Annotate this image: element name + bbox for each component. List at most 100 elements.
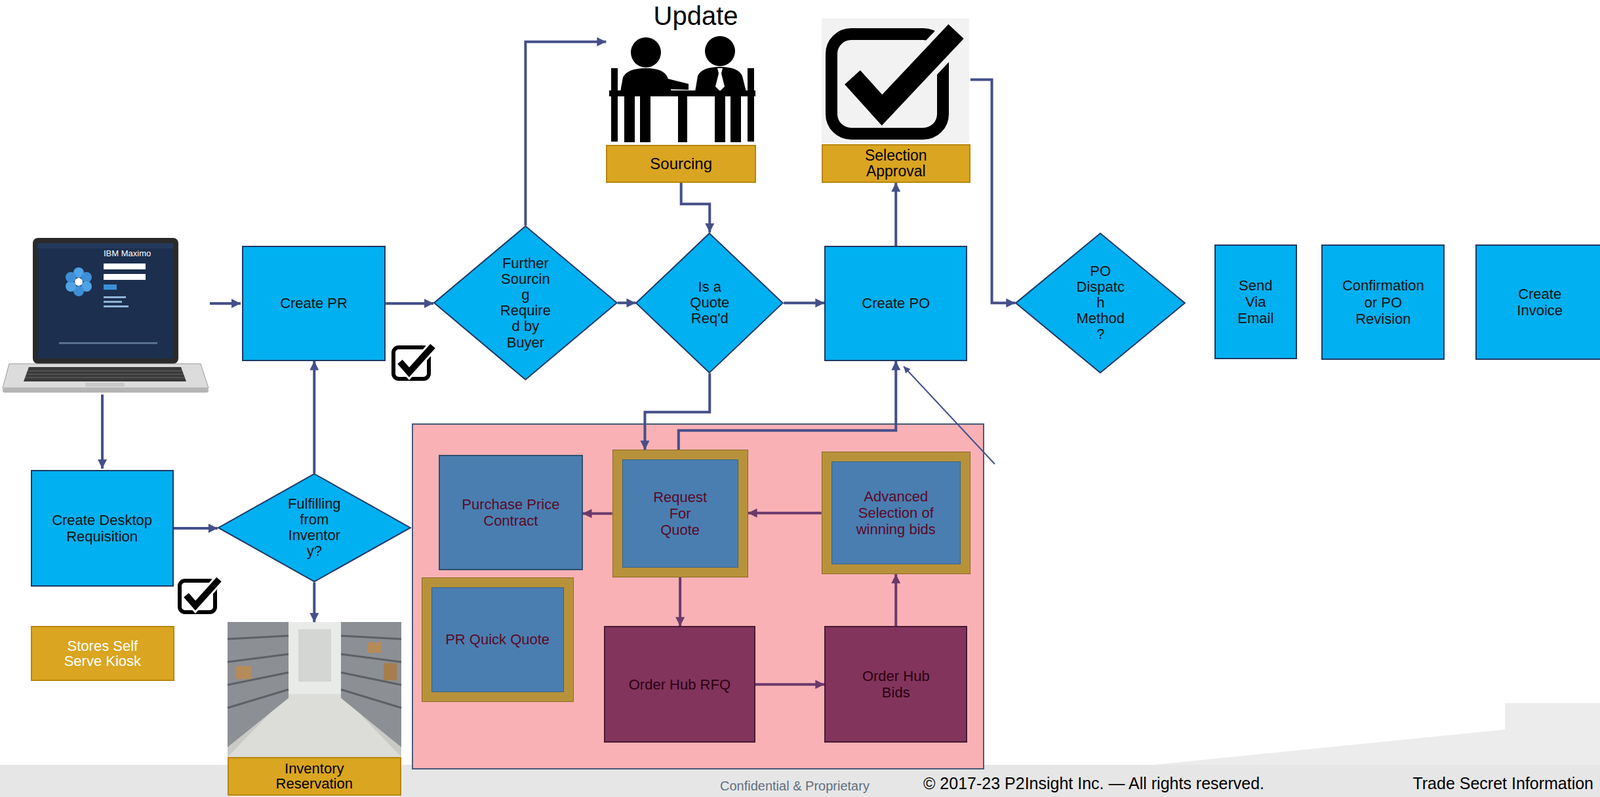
box-body: Create Invoice xyxy=(1476,245,1600,359)
box-body: Order Hub RFQ xyxy=(605,627,754,741)
inventory-step: Inventory Reservation xyxy=(227,622,402,797)
warehouse-photo xyxy=(227,622,402,758)
warehouse-photo-part xyxy=(340,636,402,640)
approval-check-icon-part xyxy=(852,31,957,111)
box-body: Fulfilling from Inventor y? xyxy=(217,473,412,583)
warehouse-photo-part xyxy=(383,663,397,681)
laptop-illustration-part xyxy=(38,243,174,359)
box-body: Stores Self Serve Kiosk xyxy=(32,627,174,680)
meeting-icon-part xyxy=(678,96,688,143)
node-label: Selection Approval xyxy=(853,147,939,180)
check-icon-part xyxy=(175,575,222,618)
node-label: Create Invoice xyxy=(1510,285,1570,320)
option-box: Advanced Selection of winning bids xyxy=(821,451,971,575)
flow-connector xyxy=(312,582,316,623)
laptop-illustration-part xyxy=(65,281,77,292)
meeting-icon-part xyxy=(640,96,651,143)
label-band: Inventory Reservation xyxy=(227,757,402,797)
check-icon-part xyxy=(400,346,433,373)
laptop-illustration-part xyxy=(103,274,146,280)
warehouse-photo-part xyxy=(227,622,402,758)
node-label: Further Sourcin g Require d by Buyer xyxy=(498,255,553,351)
process-box: Create Desktop Requisition xyxy=(30,470,174,587)
order-hub-box: Order Hub Bids xyxy=(824,626,968,743)
process-box: Send Via Email xyxy=(1214,244,1298,359)
box-body: Create PR xyxy=(243,247,385,360)
decision-diamond: Is a Quote Req'd xyxy=(635,232,784,374)
decision-diamond: PO Dispatc h Method ? xyxy=(1015,232,1186,374)
laptop-illustration-part xyxy=(27,371,183,372)
flow-connector xyxy=(525,41,606,226)
footer-note: Confidential & Proprietary xyxy=(720,779,870,794)
box-body: Create Desktop Requisition xyxy=(32,471,173,585)
diamond-shape xyxy=(1015,233,1185,374)
flow-connector xyxy=(385,302,434,305)
node-label: Order Hub RFQ xyxy=(628,676,731,694)
diamond-shape xyxy=(636,233,783,374)
check-icon xyxy=(175,575,222,618)
diamond-shape xyxy=(218,474,411,582)
meeting-icon-part xyxy=(695,66,747,92)
meeting-icon-part xyxy=(630,37,661,68)
laptop-illustration-part xyxy=(65,272,77,283)
meeting-icon-part xyxy=(704,36,736,67)
check-icon xyxy=(389,342,436,385)
flow-connector xyxy=(748,512,822,515)
diamond-shape xyxy=(434,226,618,380)
check-icon-part xyxy=(389,342,436,385)
decision-diamond: Further Sourcin g Require d by Buyer xyxy=(433,225,618,381)
laptop-illustration xyxy=(2,238,209,393)
label-band: Selection Approval xyxy=(821,144,971,183)
laptop-illustration-part xyxy=(32,238,179,364)
check-icon-part xyxy=(186,579,220,606)
laptop-arrows-part xyxy=(209,302,241,305)
meeting-icon-part xyxy=(609,90,756,97)
approval-check-icon-part xyxy=(821,18,970,143)
flow-connector xyxy=(173,527,218,530)
laptop-illustration-part xyxy=(103,263,146,270)
process-box: Create PO xyxy=(824,245,968,362)
process-box: Create Invoice xyxy=(1475,244,1600,360)
warehouse-photo-part xyxy=(227,689,289,709)
laptop-illustration-part xyxy=(2,388,209,393)
flow-connector xyxy=(312,361,316,474)
box-body: Confirmation or PO Revision xyxy=(1322,245,1444,359)
box-body: Order Hub Bids xyxy=(825,627,966,741)
node-label: Advanced Selection of winning bids xyxy=(855,488,938,539)
node-label: Create PO xyxy=(861,295,930,312)
flow-connector xyxy=(970,79,1016,303)
laptop-illustration-part xyxy=(103,305,129,308)
box-body: Is a Quote Req'd xyxy=(635,232,784,374)
option-box: PR Quick Quote xyxy=(421,577,574,703)
warehouse-photo-part xyxy=(367,642,382,654)
laptop-illustration-part xyxy=(26,374,184,376)
laptop-illustration-part xyxy=(24,377,185,379)
approval-step: Selection Approval xyxy=(821,17,971,183)
leader-line-part xyxy=(903,366,995,465)
laptop-illustration-part xyxy=(65,267,92,297)
option-box: Request For Quote xyxy=(612,449,749,578)
approval-check-icon-part xyxy=(852,31,957,111)
flow-connector xyxy=(894,182,898,246)
node-label: Stores Self Serve Kiosk xyxy=(59,638,145,669)
warehouse-photo-part xyxy=(227,636,289,640)
laptop-illustration-part xyxy=(103,296,126,299)
node-label: Confirmation or PO Revision xyxy=(1339,277,1428,328)
leader-line xyxy=(903,366,995,465)
meeting-icon-part xyxy=(662,77,689,90)
warehouse-photo-part xyxy=(227,622,289,748)
box-body: PO Dispatc h Method ? xyxy=(1015,232,1186,374)
flow-connector xyxy=(755,683,825,686)
process-box: Create PR xyxy=(241,245,386,362)
footer-note: Trade Secret Information xyxy=(1412,775,1594,794)
flow-connector xyxy=(681,182,711,233)
flow-connector xyxy=(582,512,613,516)
warehouse-photo-part xyxy=(298,629,332,682)
label-band: Sourcing xyxy=(605,144,757,183)
box-body: Advanced Selection of winning bids xyxy=(831,461,961,565)
warehouse-photo-part xyxy=(236,666,252,680)
laptop-illustration-part xyxy=(59,342,158,345)
